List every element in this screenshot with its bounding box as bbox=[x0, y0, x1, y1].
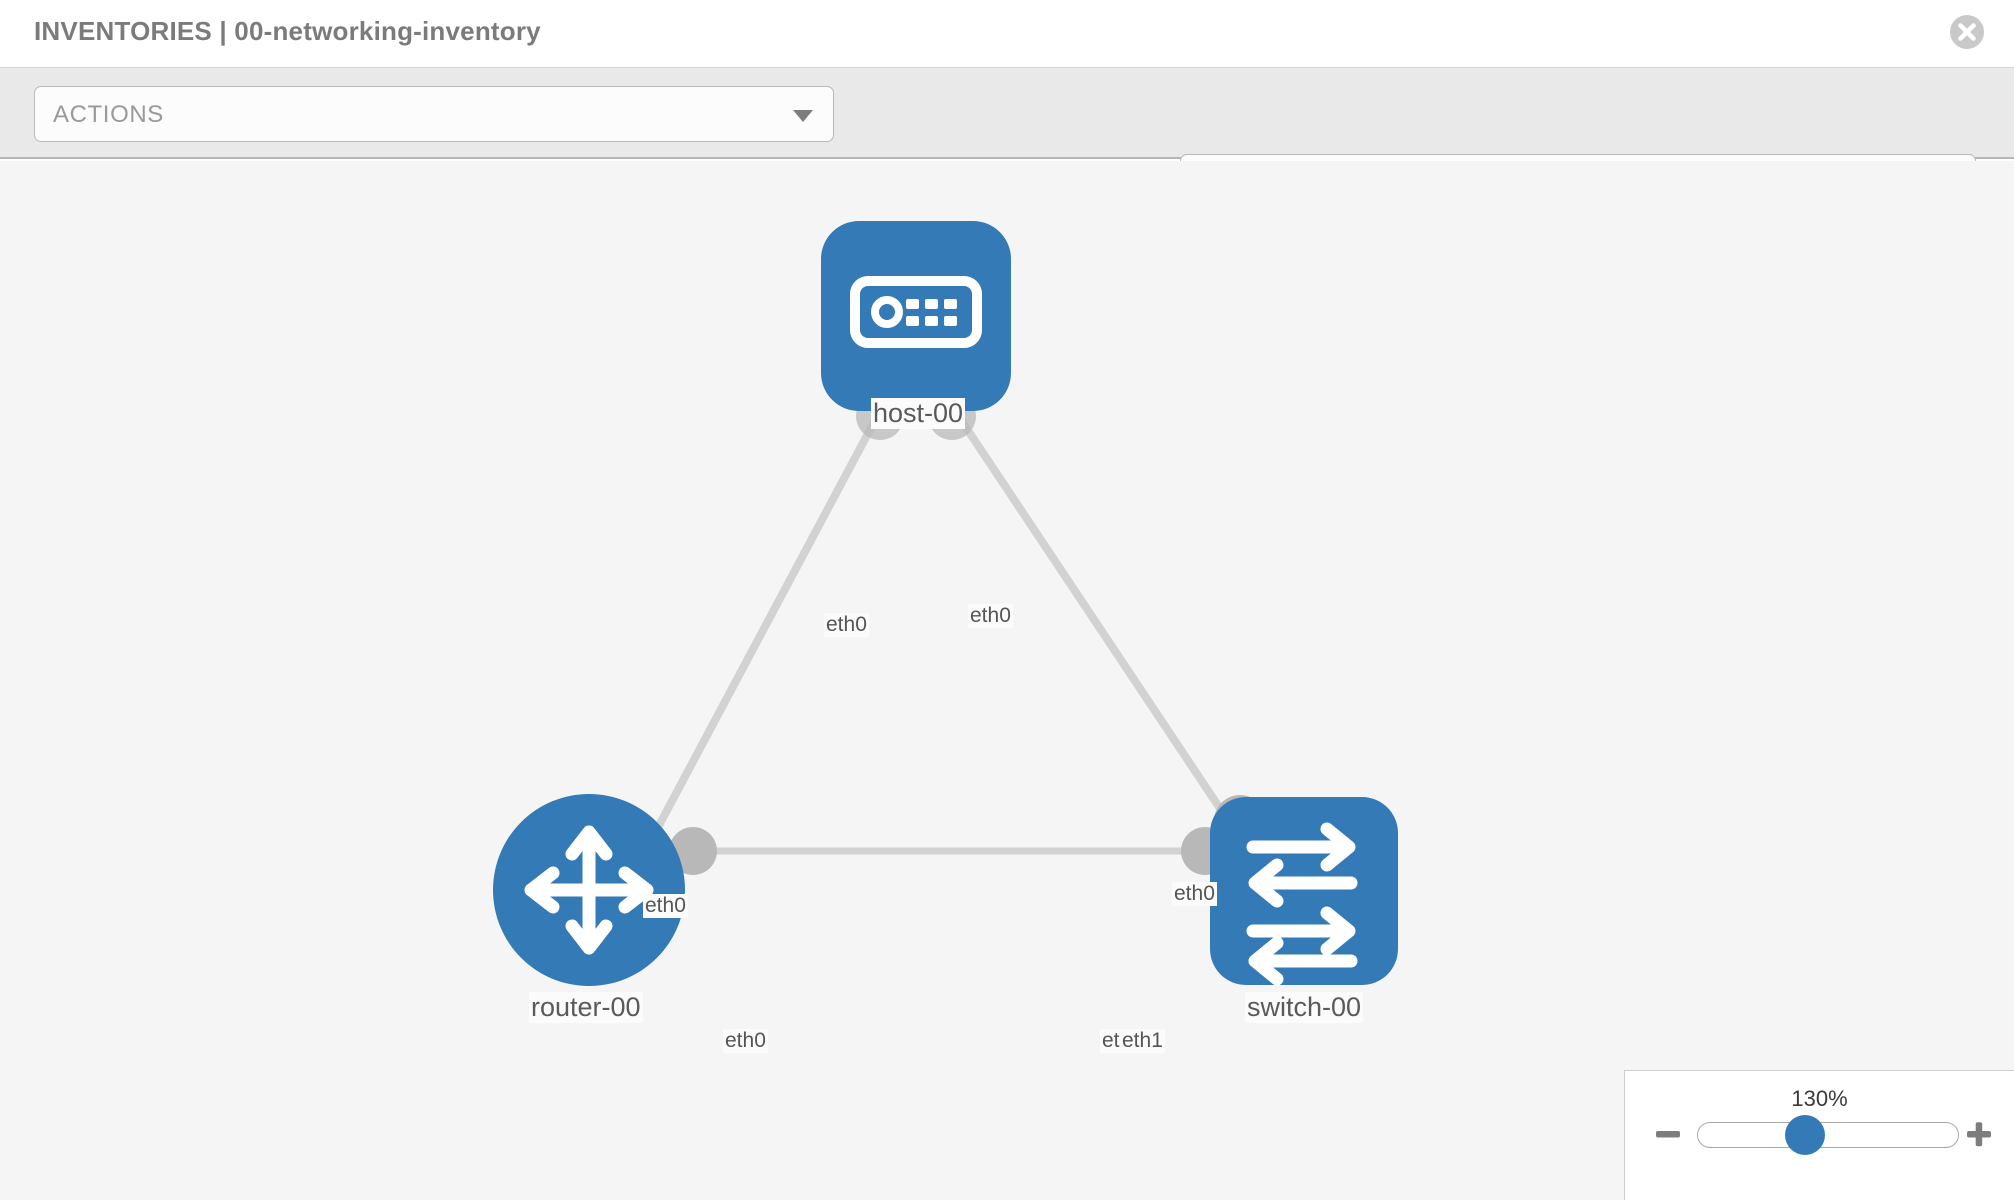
interface-label: eth0 bbox=[1172, 882, 1217, 906]
zoom-slider[interactable] bbox=[1697, 1122, 1959, 1148]
plus-icon[interactable] bbox=[1962, 1117, 1996, 1151]
interface-label: eth0 bbox=[824, 613, 869, 637]
interface-label: eth0 bbox=[968, 604, 1013, 628]
page-title: INVENTORIES | 00-networking-inventory bbox=[34, 16, 541, 46]
node-host-00 bbox=[821, 221, 1011, 411]
close-circle-icon[interactable] bbox=[1948, 13, 1986, 51]
router-arrows-icon bbox=[524, 825, 654, 955]
interface-label: eth0 bbox=[643, 894, 688, 918]
chevron-down-icon bbox=[793, 110, 813, 122]
minus-icon[interactable] bbox=[1651, 1117, 1685, 1151]
node-label-switch: switch-00 bbox=[1245, 992, 1364, 1023]
interface-label: eth1 bbox=[1120, 1029, 1165, 1053]
topology-canvas[interactable]: host-00 router-00 switch-00 eth0 eth0 et… bbox=[0, 161, 2014, 1200]
node-label-router: router-00 bbox=[529, 992, 643, 1023]
interface-label: eth0 bbox=[723, 1029, 768, 1053]
switch-arrows-icon bbox=[1246, 822, 1358, 986]
actions-dropdown-label: ACTIONS bbox=[53, 101, 164, 128]
zoom-control-panel: 130% bbox=[1624, 1070, 2014, 1200]
topology-links bbox=[636, 408, 1259, 864]
zoom-level-value: 130% bbox=[1791, 1086, 1848, 1111]
toolbar: ACTIONS SEARCH bbox=[0, 68, 2014, 210]
node-router-00 bbox=[493, 794, 685, 986]
topology-graph bbox=[493, 221, 1398, 986]
server-icon bbox=[850, 276, 982, 348]
actions-dropdown[interactable]: ACTIONS bbox=[34, 86, 834, 142]
node-label-host: host-00 bbox=[871, 398, 966, 429]
zoom-slider-thumb[interactable] bbox=[1785, 1115, 1825, 1155]
node-switch-00 bbox=[1210, 797, 1398, 986]
page-header: INVENTORIES | 00-networking-inventory bbox=[0, 0, 2014, 68]
